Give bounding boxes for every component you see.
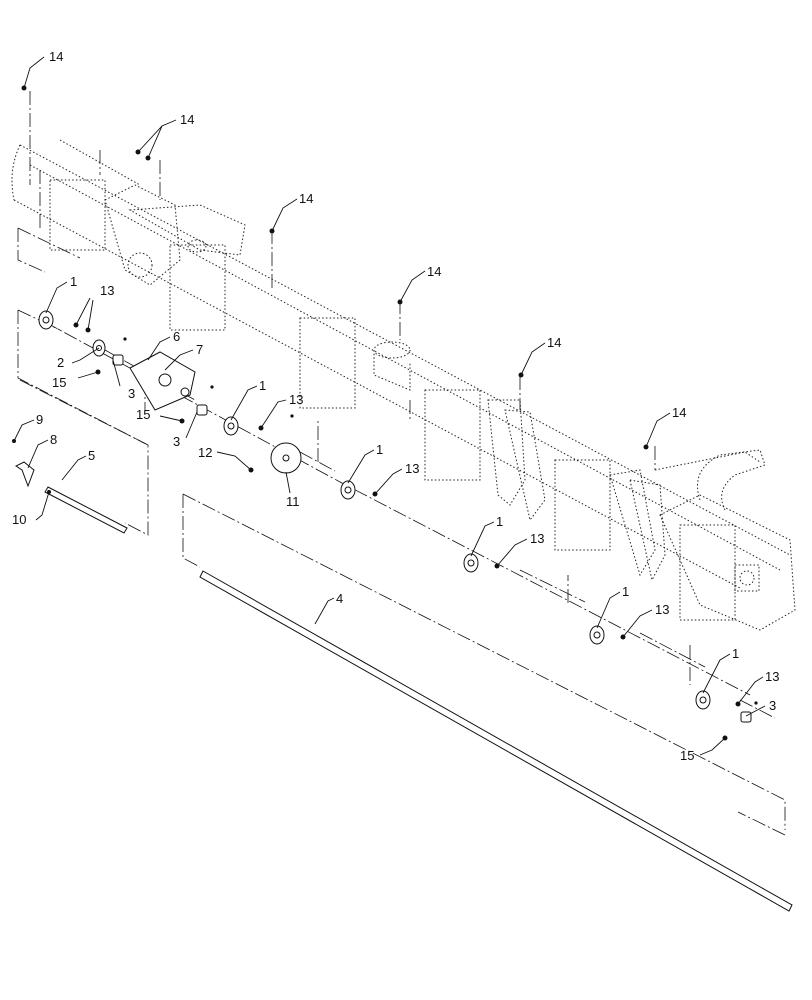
- callout-11: 11: [286, 494, 300, 509]
- callout-14: 14: [49, 49, 63, 64]
- callout-15: 15: [52, 375, 66, 390]
- short-shaft-part: [44, 486, 128, 534]
- callout-14: 14: [547, 335, 561, 350]
- callout-5: 5: [88, 448, 95, 463]
- callout-1: 1: [376, 442, 383, 457]
- callout-6: 6: [173, 329, 180, 344]
- long-shaft-part: [199, 570, 793, 912]
- callout-8: 8: [50, 432, 57, 447]
- callout-13: 13: [405, 461, 419, 476]
- callout-15: 15: [680, 748, 694, 763]
- callout-3: 3: [128, 386, 135, 401]
- callout-13: 13: [765, 669, 779, 684]
- callout-3: 3: [173, 434, 180, 449]
- bearing-part: [38, 310, 711, 710]
- callout-14: 14: [672, 405, 686, 420]
- callout-13: 13: [530, 531, 544, 546]
- callout-14: 14: [427, 264, 441, 279]
- collar-part: [112, 354, 124, 366]
- toolbar-frame: [11, 139, 796, 631]
- callout-14: 14: [299, 191, 313, 206]
- callout-9: 9: [36, 412, 43, 427]
- callout-3: 3: [769, 698, 776, 713]
- fastener-dots: [12, 85, 758, 741]
- callout-labels: 14 14 14 14 14 14 1 13 2 15 3 6 7 1 13 1…: [12, 49, 779, 763]
- callout-13: 13: [100, 283, 114, 298]
- callout-1: 1: [259, 378, 266, 393]
- callout-13: 13: [655, 602, 669, 617]
- leader-lines: [13, 56, 766, 756]
- phantom-lines: [17, 91, 786, 836]
- callout-4: 4: [336, 591, 343, 606]
- callout-1: 1: [496, 514, 503, 529]
- callout-7: 7: [196, 342, 203, 357]
- callout-12: 12: [198, 445, 212, 460]
- callout-1: 1: [732, 646, 739, 661]
- callout-10: 10: [12, 512, 26, 527]
- callout-14: 14: [180, 112, 194, 127]
- callout-2: 2: [57, 355, 64, 370]
- parts: [12, 85, 793, 912]
- callout-1: 1: [70, 274, 77, 289]
- callout-1: 1: [622, 584, 629, 599]
- callout-13: 13: [289, 392, 303, 407]
- callout-15: 15: [136, 407, 150, 422]
- key-part: [15, 461, 35, 488]
